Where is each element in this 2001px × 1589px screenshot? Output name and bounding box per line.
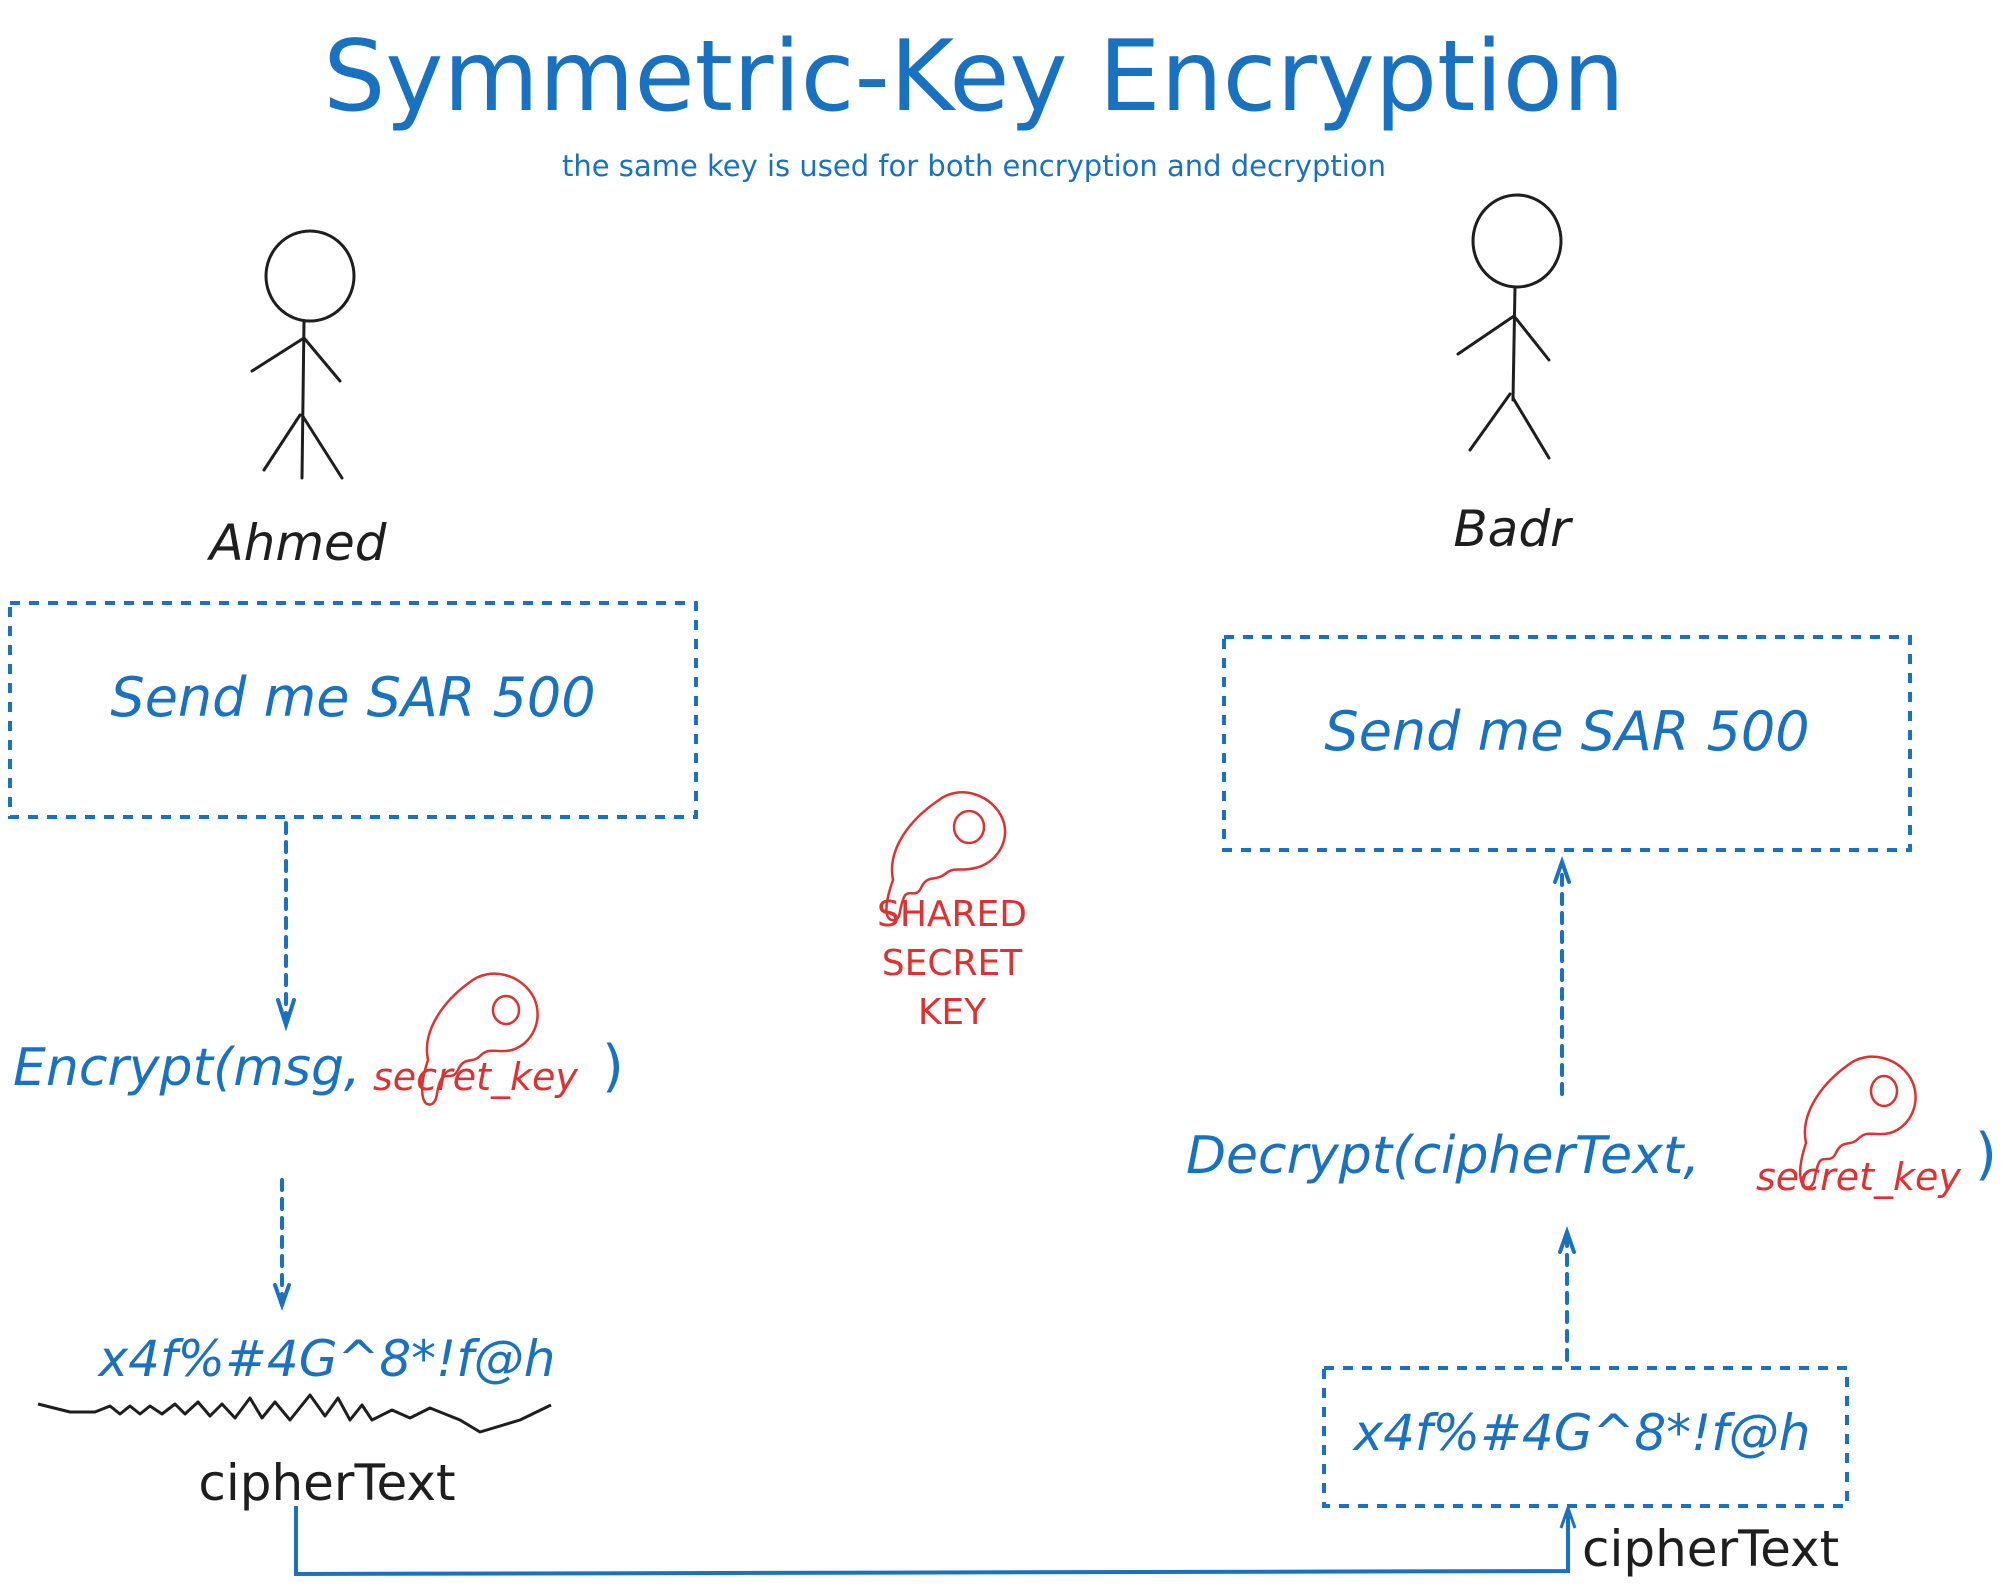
decrypt-close-paren: ) [1975, 1122, 1997, 1187]
receiver-message: Send me SAR 500 [1324, 700, 1809, 763]
shared-key-icon [885, 791, 1007, 922]
encrypt-arrow [276, 821, 296, 1032]
encrypt-key-arg: secret_key [373, 1055, 578, 1099]
decrypt-function: Decrypt(cipherText, [1186, 1126, 1700, 1186]
receiver-ciphertext-value: x4f%#4G^8*!f@h [1351, 1404, 1810, 1462]
receiver-name: Badr [1453, 500, 1574, 558]
encrypt-close-paren: ) [602, 1034, 624, 1099]
receiver-ciphertext-label: cipherText [1582, 1520, 1839, 1578]
ciphertext-to-decrypt-arrow [1558, 1225, 1576, 1362]
sender-stick-figure-icon [250, 229, 356, 480]
receiver-key-icon [1798, 1055, 1917, 1189]
ciphertext-arrow [273, 1178, 291, 1312]
shared-key-line-3: KEY [918, 992, 987, 1033]
transmit-connector [294, 1503, 1577, 1577]
encrypt-function-name: Encrypt(msg, [13, 1038, 361, 1098]
sender-ciphertext-label: cipherText [198, 1454, 455, 1512]
sender-name: Ahmed [206, 514, 386, 572]
sender-ciphertext-value: x4f%#4G^8*!f@h [96, 1330, 555, 1388]
receiver-ciphertext-box [1322, 1366, 1849, 1508]
shared-key-line-2: SECRET [882, 943, 1023, 984]
page-title: Symmetric-Key Encryption [323, 20, 1625, 134]
decrypt-key-arg: secret_key [1756, 1155, 1961, 1199]
squiggle-underline [37, 1393, 552, 1434]
receiver-message-box [1222, 635, 1912, 852]
sender-key-icon [420, 972, 539, 1106]
decrypt-to-message-arrow [1553, 855, 1571, 1096]
decrypt-function-name: Decrypt(cipherText, [1186, 1126, 1700, 1186]
sender-message: Send me SAR 500 [110, 666, 595, 729]
receiver-stick-figure-icon [1456, 193, 1563, 460]
shared-key-line-1: SHARED [877, 894, 1027, 935]
page-subtitle: the same key is used for both encryption… [562, 149, 1386, 183]
encrypt-function: Encrypt(msg, [13, 1038, 361, 1098]
sender-message-box [8, 601, 698, 819]
